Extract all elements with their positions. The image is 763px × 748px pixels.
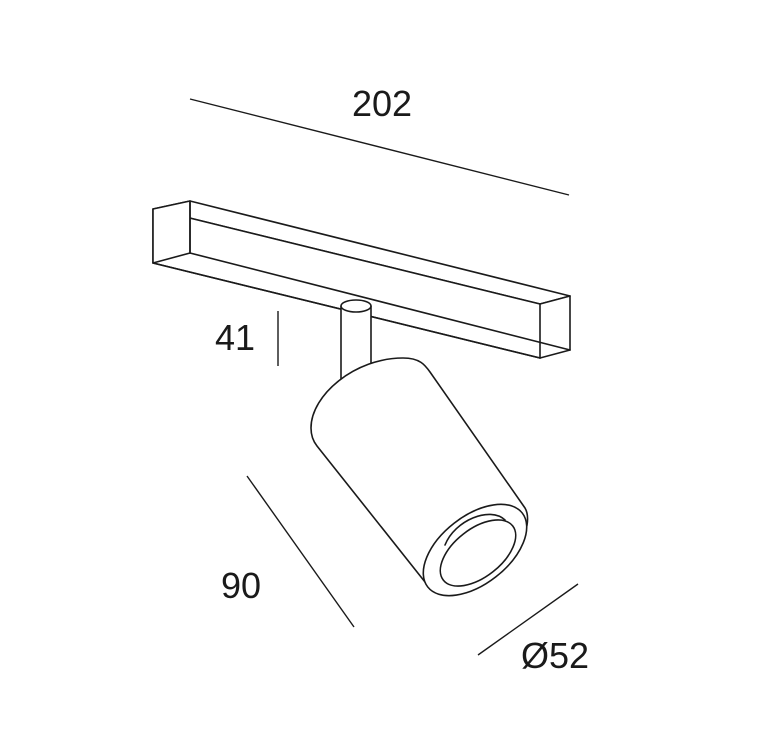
body-length-label: 90 [221,565,261,606]
rail-length-dimension-line [189,98,570,196]
track-rail [152,200,571,359]
diameter-dimension-line [477,583,579,656]
spotlight-body [310,357,529,597]
body-length-dimension-line [246,475,355,628]
rail-length-label: 202 [352,83,412,124]
diameter-label: Ø52 [521,635,589,676]
stem-height-label: 41 [215,317,255,358]
